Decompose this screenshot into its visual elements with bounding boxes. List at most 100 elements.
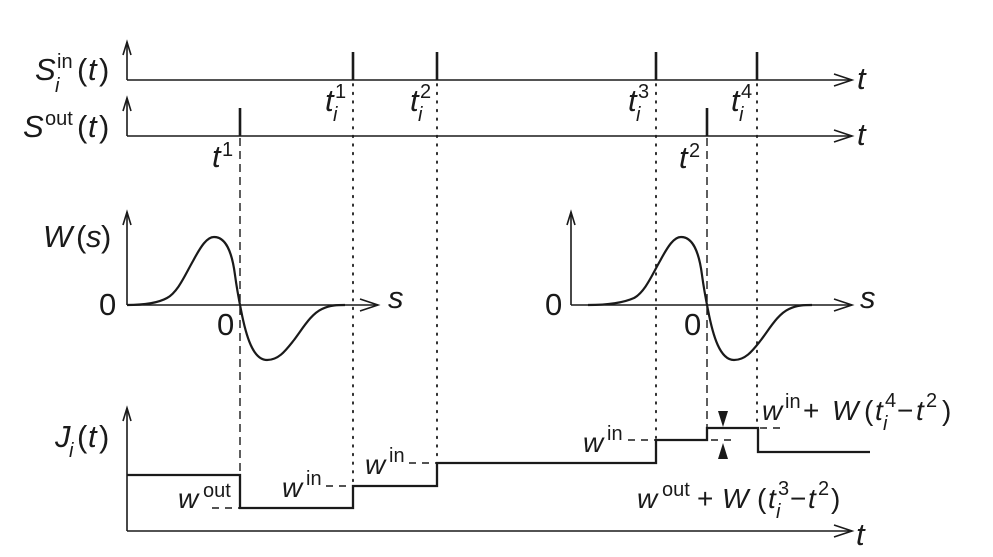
w-out-label: w out: [178, 480, 231, 514]
spike-label-base: t: [679, 140, 689, 175]
label-rparen: ): [942, 395, 951, 426]
input-spike-label-4: t 4 i: [731, 81, 752, 126]
w-out-base: w: [178, 483, 200, 514]
j-x-label: t: [856, 517, 866, 552]
s-in-arg: t: [88, 52, 98, 87]
s-in-x-label: t: [857, 61, 867, 96]
label-t1: t: [768, 483, 777, 514]
spike-label-sup: 4: [741, 81, 752, 103]
label-w: w: [637, 483, 659, 514]
w-rparen: ): [101, 219, 111, 254]
s-out-x-arrow-icon: [833, 129, 855, 143]
label-t1: t: [875, 395, 884, 426]
label-t1-sup: 4: [885, 390, 896, 412]
weight-row: J i ( t ) t w out w in w in: [54, 390, 951, 552]
w-in-sup: in: [389, 445, 405, 467]
learning-window-left: s 0 0: [99, 209, 404, 362]
label-lparen: (: [757, 483, 767, 514]
spike-label-base: t: [731, 83, 741, 118]
w-right-curve: [587, 235, 813, 362]
output-spike-label-2: t 2: [679, 140, 700, 175]
s-in-x-arrow-icon: [833, 73, 855, 87]
label-w: w: [762, 395, 784, 426]
label-fn: W: [832, 395, 861, 426]
spike-label-sub: i: [418, 104, 423, 126]
spike-label-sup: 2: [689, 140, 700, 162]
s-in-rparen: ): [99, 52, 109, 87]
j-y-arrow-icon: [122, 405, 132, 422]
w-in-3-label: w in: [583, 423, 623, 458]
s-out-lparen: (: [77, 109, 88, 144]
w-lparen: (: [76, 219, 87, 254]
w-left-x-label: s: [388, 280, 404, 315]
spike-label-sub: i: [333, 104, 338, 126]
label-rparen: ): [831, 483, 840, 514]
s-in-label: S in i ( t ): [35, 51, 109, 97]
j-label: J i ( t ): [54, 419, 109, 462]
s-in-lparen: (: [77, 52, 88, 87]
j-x-arrow-icon: [833, 524, 855, 538]
input-spike-label-1: t 1 i: [325, 81, 346, 126]
s-in-base: S: [35, 52, 56, 87]
spike-label-base: t: [212, 139, 222, 174]
label-t1-sup: 3: [778, 478, 789, 500]
label-plus: +: [697, 483, 713, 514]
spike-label-base: t: [628, 83, 638, 118]
w-in-sup: in: [306, 468, 322, 490]
combined-in-label: w in + W ( t 4 i − t 2 ): [762, 390, 951, 435]
s-out-y-arrow-icon: [122, 95, 132, 112]
label-w-sup: in: [785, 391, 801, 413]
learning-window-row: W ( s ) s 0 0 s 0 0: [43, 209, 876, 362]
input-spike-train-row: S in i ( t ) t t 1 i t 2 i t 3 i: [35, 39, 867, 126]
combined-out-label: w out + W ( t 3 i − t 2 ): [637, 478, 840, 523]
input-spike-label-3: t 3 i: [628, 81, 649, 126]
label-lparen: (: [864, 395, 874, 426]
j-arg: t: [88, 419, 98, 454]
w-right-x-arrow-icon: [833, 298, 855, 312]
j-base: J: [54, 419, 71, 454]
label-t2: t: [808, 483, 817, 514]
label-t2-sup: 2: [818, 478, 829, 500]
label-t2-sup: 2: [926, 390, 937, 412]
spike-label-sub: i: [636, 104, 641, 126]
learning-window-right: s 0 0: [545, 209, 876, 362]
triangle-down-icon: [718, 411, 728, 427]
s-out-arg: t: [88, 109, 98, 144]
label-t1-sub: i: [883, 413, 888, 435]
w-in-base: w: [365, 449, 387, 480]
spike-label-sup: 3: [638, 81, 649, 103]
s-in-sub: i: [55, 75, 60, 97]
w-arg: s: [86, 219, 102, 254]
w-left-curve: [126, 235, 346, 362]
w-out-sup: out: [203, 480, 231, 502]
j-lparen: (: [77, 419, 88, 454]
spike-label-base: t: [325, 83, 335, 118]
j-sub: i: [69, 440, 74, 462]
w-in-base: w: [583, 427, 605, 458]
w-in-1-label: w in: [282, 468, 322, 503]
w-right-zero-label: 0: [684, 307, 701, 342]
s-out-x-label: t: [857, 117, 867, 152]
label-plus: +: [803, 395, 819, 426]
label-minus: −: [790, 483, 806, 514]
output-spike-label-1: t 1: [212, 139, 233, 174]
spike-label-sup: 2: [420, 81, 431, 103]
spike-label-sub: i: [739, 104, 744, 126]
w-label: W ( s ): [43, 219, 111, 254]
s-out-rparen: ): [99, 109, 109, 144]
label-fn: W: [722, 483, 751, 514]
w-left-y-arrow-icon: [122, 209, 132, 226]
w-right-origin-label: 0: [545, 287, 562, 322]
w-left-zero-label: 0: [217, 307, 234, 342]
w-base: W: [43, 219, 75, 254]
label-w-sup: out: [662, 479, 690, 501]
s-out-sup: out: [45, 108, 73, 130]
label-t2: t: [916, 395, 925, 426]
s-in-sup: in: [57, 51, 73, 73]
label-t1-sub: i: [776, 501, 781, 523]
weight-step-function: [127, 426, 870, 510]
spike-label-sup: 1: [222, 139, 233, 161]
s-out-label: S out ( t ): [23, 108, 109, 144]
w-right-x-label: s: [860, 280, 876, 315]
